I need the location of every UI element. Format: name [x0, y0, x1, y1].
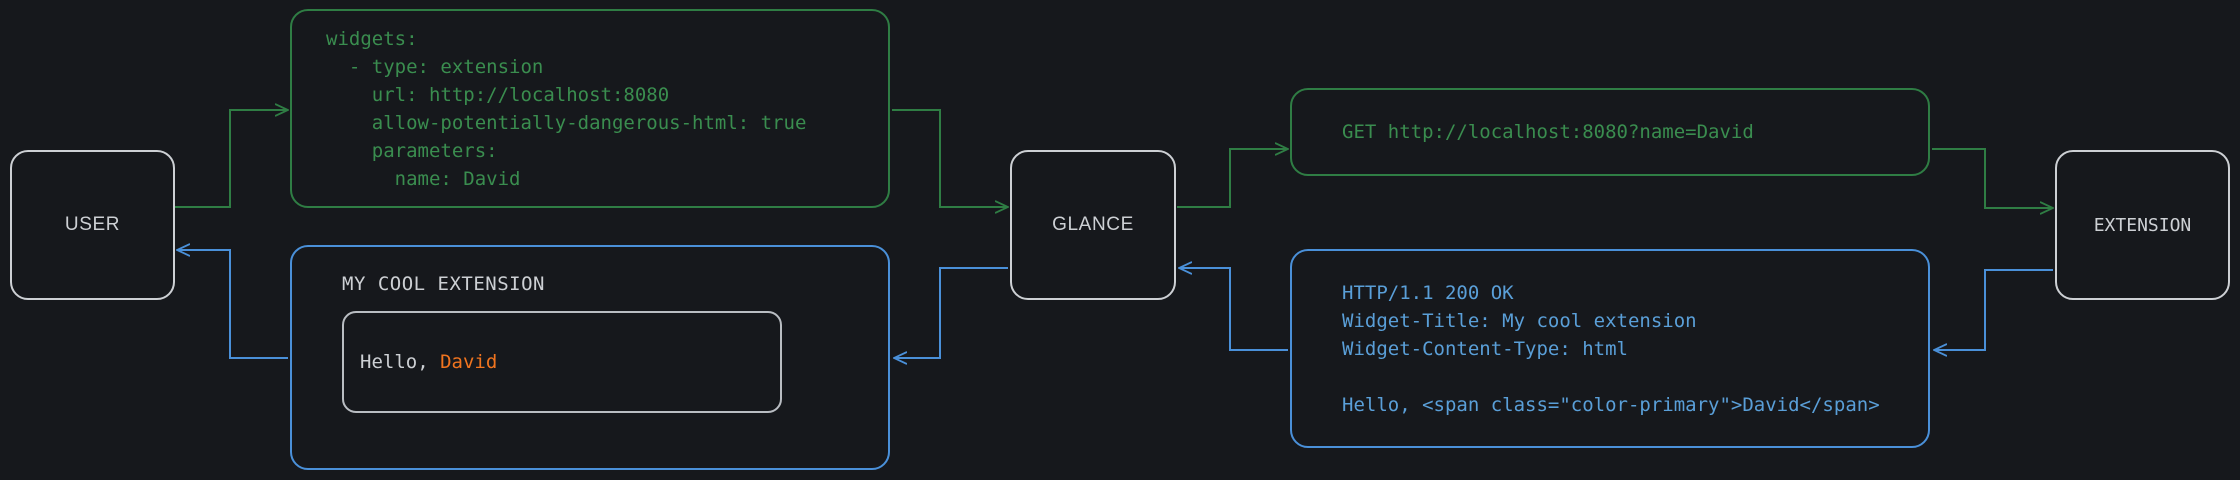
http-response-text: HTTP/1.1 200 OK Widget-Title: My cool ex…	[1342, 281, 1880, 416]
edge-user-to-config	[175, 110, 288, 208]
node-user[interactable]: USER	[10, 150, 175, 300]
widget-inner: MY COOL EXTENSION Hello, David	[292, 247, 888, 468]
edge-widget-to-user	[177, 250, 288, 359]
widget-accent-name: David	[440, 351, 498, 373]
edge-request-to-extension	[1932, 148, 2053, 208]
panel-rendered-widget: MY COOL EXTENSION Hello, David	[290, 245, 890, 470]
edge-glance-to-widget	[894, 267, 1008, 358]
widget-card-text: Hello, David	[360, 351, 497, 373]
node-extension[interactable]: EXTENSION	[2055, 150, 2230, 300]
widget-card: Hello, David	[342, 311, 782, 413]
panel-http-request: GET http://localhost:8080?name=David	[1290, 88, 1930, 176]
edge-extension-to-response	[1934, 269, 2053, 350]
edge-glance-to-request	[1177, 149, 1288, 208]
edge-response-to-glance	[1179, 268, 1288, 351]
panel-http-response: HTTP/1.1 200 OK Widget-Title: My cool ex…	[1290, 249, 1930, 448]
widget-greeting: Hello,	[360, 351, 441, 373]
node-glance[interactable]: GLANCE	[1010, 150, 1176, 300]
widget-title: MY COOL EXTENSION	[342, 273, 545, 295]
node-extension-label: EXTENSION	[2093, 214, 2192, 236]
panel-yaml-config: widgets: - type: extension url: http://l…	[290, 9, 890, 208]
http-request-text: GET http://localhost:8080?name=David	[1342, 121, 1754, 143]
node-glance-label: GLANCE	[1052, 214, 1134, 235]
edge-config-to-glance	[892, 109, 1008, 207]
yaml-config-text: widgets: - type: extension url: http://l…	[326, 27, 807, 190]
node-user-label: USER	[64, 214, 121, 235]
